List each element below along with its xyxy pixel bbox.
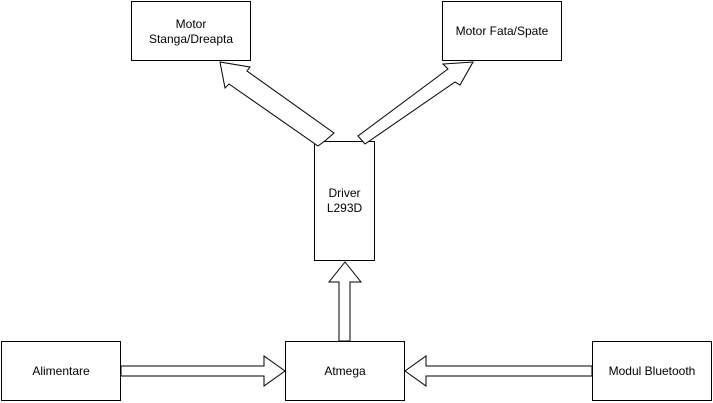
- arrow-mcu-to-driver: [327, 261, 363, 342]
- bluetooth-box: [592, 341, 712, 401]
- motor-drive-label: Motor Fata/Spate: [456, 24, 549, 38]
- motor-drive-node[interactable]: Motor Fata/Spate: [442, 1, 562, 61]
- motor-steering-label-line1: Motor: [176, 17, 207, 31]
- mcu-label: Atmega: [324, 364, 366, 378]
- mcu-node[interactable]: Atmega: [285, 341, 405, 401]
- power-box: [1, 341, 121, 401]
- driver-label-line2: L293D: [327, 201, 363, 215]
- power-label: Alimentare: [32, 364, 90, 378]
- arrow-driver-to-motor-steering: [219, 61, 335, 147]
- arrow-power-to-mcu: [120, 355, 286, 387]
- bluetooth-node[interactable]: Modul Bluetooth: [592, 341, 712, 401]
- mcu-box: [285, 341, 405, 401]
- arrow-bluetooth-to-mcu: [404, 355, 593, 387]
- motor-steering-node[interactable]: Motor Stanga/Dreapta: [131, 1, 251, 61]
- driver-label-line1: Driver: [329, 186, 361, 200]
- motor-steering-box: [131, 1, 251, 61]
- driver-box: [314, 141, 375, 261]
- motor-drive-box: [442, 1, 562, 61]
- bluetooth-label: Modul Bluetooth: [609, 364, 696, 378]
- power-node[interactable]: Alimentare: [1, 341, 121, 401]
- driver-node[interactable]: Driver L293D: [314, 141, 375, 261]
- arrow-driver-to-motor-drive: [357, 61, 474, 145]
- motor-steering-label-line2: Stanga/Dreapta: [149, 32, 233, 46]
